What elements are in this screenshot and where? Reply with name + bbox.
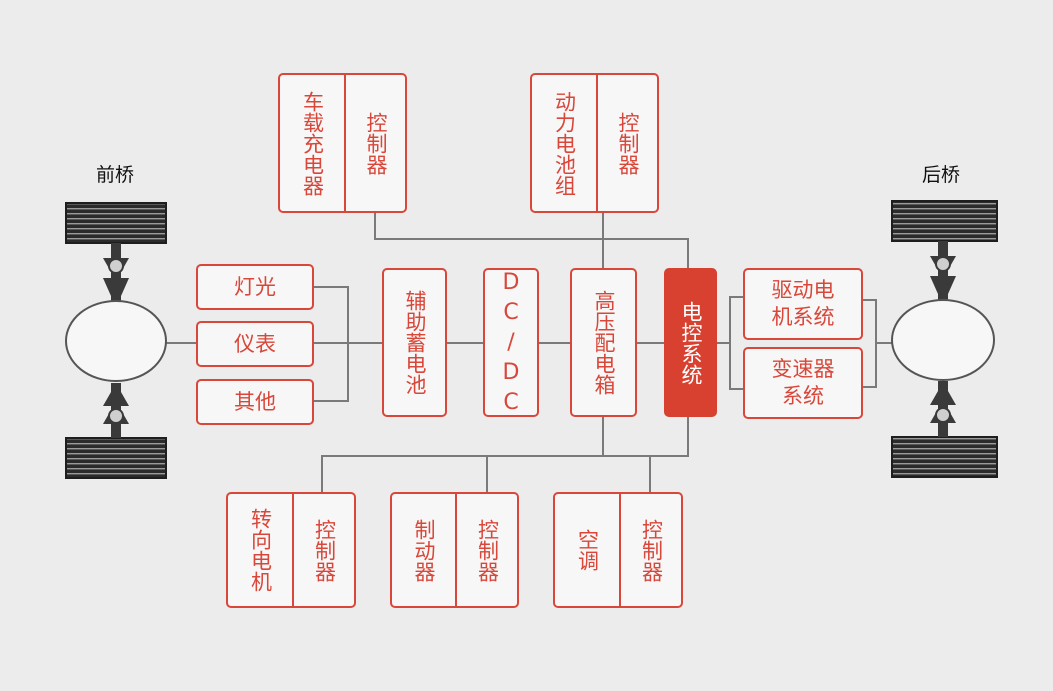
power-battery-label: 动力电池组 xyxy=(552,90,577,196)
rear-right-tire xyxy=(891,436,998,478)
front-right-tire xyxy=(65,437,167,479)
steering-motor-box: 转向电机 控制器 xyxy=(226,492,356,608)
ecu-label: 电控系统 xyxy=(679,300,703,385)
power-battery-box: 动力电池组 控制器 xyxy=(530,73,659,213)
dcdc-char: C xyxy=(503,299,519,325)
rear-left-tire xyxy=(891,200,998,242)
lights-label: 灯光 xyxy=(234,274,276,299)
ecu-box: 电控系统 xyxy=(664,268,717,417)
steering-motor-label: 转向电机 xyxy=(248,508,273,592)
transmission-label-line2: 系统 xyxy=(782,384,824,408)
transmission-box: 变速器 系统 xyxy=(743,347,863,419)
others-label: 其他 xyxy=(234,389,276,414)
dcdc-box: D C / D C xyxy=(483,268,539,417)
others-box: 其他 xyxy=(196,379,314,425)
rear-axle-label: 后桥 xyxy=(922,164,961,186)
aux-battery-box: 辅助蓄电池 xyxy=(382,268,447,417)
brake-box: 制动器 控制器 xyxy=(390,492,519,608)
aux-battery-label: 辅助蓄电池 xyxy=(403,290,427,395)
rear-axle-assembly xyxy=(891,200,998,478)
drive-motor-label-line2: 机系统 xyxy=(771,305,835,329)
connection-lines xyxy=(166,212,892,493)
hv-distribution-box: 高压配电箱 xyxy=(570,268,637,417)
air-conditioner-box: 空调 控制器 xyxy=(553,492,683,608)
front-axle-assembly xyxy=(65,202,167,479)
onboard-charger-label: 车载充电器 xyxy=(300,90,325,196)
instruments-box: 仪表 xyxy=(196,321,314,367)
front-left-tire xyxy=(65,202,167,244)
brake-label: 制动器 xyxy=(412,518,436,582)
dcdc-char: D xyxy=(502,269,520,295)
drive-motor-label-line1: 驱动电 xyxy=(771,278,835,302)
front-axle-label: 前桥 xyxy=(96,164,135,186)
dcdc-char: C xyxy=(503,389,519,415)
lights-box: 灯光 xyxy=(196,264,314,310)
air-conditioner-controller-label: 控制器 xyxy=(639,518,664,582)
transmission-label-line1: 变速器 xyxy=(771,357,835,381)
instruments-label: 仪表 xyxy=(234,331,276,356)
onboard-charger-box: 车载充电器 控制器 xyxy=(278,73,407,213)
power-battery-controller-label: 控制器 xyxy=(616,111,640,175)
front-differential xyxy=(65,300,167,382)
dcdc-char: D xyxy=(502,359,520,385)
brake-controller-label: 控制器 xyxy=(475,518,500,582)
hv-distribution-label: 高压配电箱 xyxy=(592,290,616,395)
dcdc-char: / xyxy=(507,329,515,355)
rear-differential xyxy=(891,299,995,381)
air-conditioner-label: 空调 xyxy=(575,529,600,571)
drive-motor-box: 驱动电 机系统 xyxy=(743,268,863,340)
steering-controller-label: 控制器 xyxy=(312,518,337,582)
onboard-charger-controller-label: 控制器 xyxy=(364,111,388,175)
